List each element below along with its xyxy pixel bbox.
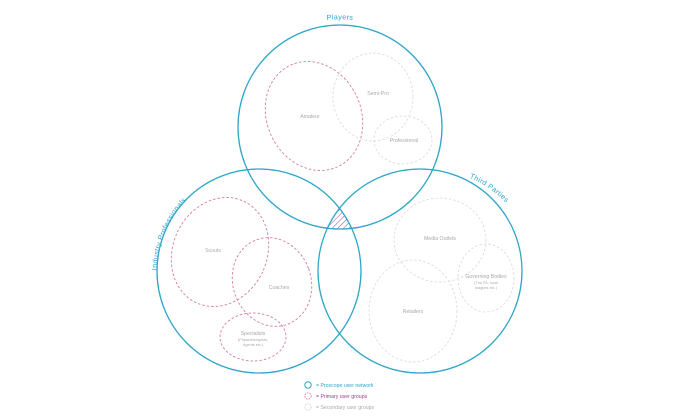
governing-bodies-label: Governing Bodies [465,274,507,280]
professional-group [373,115,433,165]
amateur-label: Amateur [300,114,320,120]
industry-professionals-title: Industry Professionals [150,195,188,270]
legend: = Proscope user network = Primary user g… [304,381,375,411]
legend-primary-label: = Primary user groups [316,394,368,400]
retailers-group [368,259,458,363]
semi-pro-label: Semi-Pro [367,91,389,97]
governing-bodies-sub1: (The FA, local [474,281,498,285]
media-outlets-label: Media Outlets [424,236,456,242]
players-circle [237,24,443,230]
professional-label: Professional [390,138,419,144]
players-title: Players [326,12,354,22]
third-parties-title: Third Parties [469,171,512,204]
coaches-label: Coaches [269,285,290,291]
amateur-group [264,61,364,171]
shared-overlap [318,169,361,229]
governing-bodies-sub2: leagues etc.) [475,286,497,290]
specialists-sub1: (Physiotherapists, [238,338,268,342]
specialists-sub2: Agents etc.) [243,343,264,347]
coaches-group [231,237,313,327]
legend-network-swatch [304,381,312,389]
scouts-label: Scouts [205,248,221,254]
specialists-group [219,312,287,362]
legend-secondary-swatch [304,403,312,411]
legend-secondary-label: = Secondary user groups [316,405,375,411]
specialists-label: Specialists [241,331,266,337]
third-parties-circle [317,168,523,374]
governing-bodies-group [457,243,515,313]
retailers-label: Retailers [403,309,424,315]
media-outlets-group [393,197,487,283]
semi-pro-group [332,52,414,142]
legend-primary-swatch [304,392,312,400]
industry-professionals-circle [156,168,362,374]
scouts-group [170,197,270,307]
legend-network-label: = Proscope user network [316,383,374,389]
